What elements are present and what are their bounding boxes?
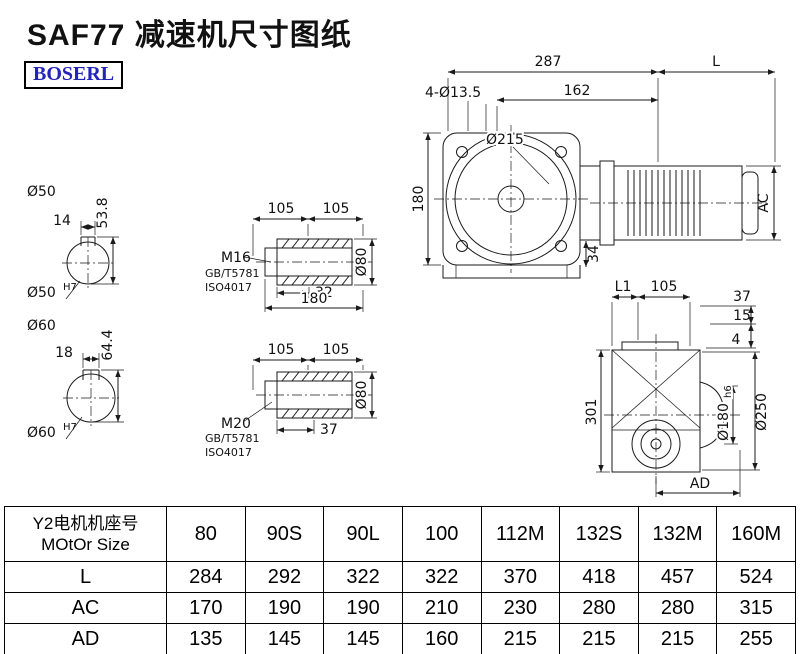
table-cell: 322 [323,561,403,593]
table-cell: 215 [480,623,561,654]
row-label: AD [4,623,167,654]
dim-bolt-holes-label: 4-Ø13.5 [425,85,481,101]
dim-301-label: 301 [584,399,600,426]
size-col-132s: 132S [559,506,639,562]
dim-287-label: 287 [535,54,562,70]
dim-105a-label: 105 [268,342,295,358]
table-cell: 230 [480,592,561,624]
table-cell: 215 [637,623,718,654]
hollow-shaft-bottom: 105 105 M20 GB/T5781 ISO4017 [205,342,377,459]
size-col-90l: 90L [323,506,403,562]
dim-d80-top-label: Ø80 [354,248,370,277]
table-cell: 292 [244,561,325,593]
d60-label: Ø60 [27,318,56,334]
dim-L-label: L [712,54,720,70]
key-width-18-label: 18 [55,345,73,361]
table-cell: 284 [166,561,246,593]
table-cell: 322 [401,561,482,593]
motor-size-header-cn: Y2电机机座号 [32,513,139,533]
table-cell: 280 [637,592,718,624]
dim-162-label: 162 [564,83,591,99]
row-label: AC [4,592,167,624]
table-cell: 524 [716,561,796,593]
dimension-table: Y2电机机座号 MOtOr Size 80 90S 90L 100 112M 1… [4,506,796,654]
table-cell: 145 [323,623,403,654]
size-col-132m: 132M [637,506,718,562]
dim-d80-bottom-label: Ø80 [354,381,370,410]
dim-105-label: 105 [651,279,678,295]
hatching-bottom [281,371,350,419]
dim-15-label: 15 [733,308,751,324]
bore-d60h7-label: Ø60 [27,425,56,441]
table-cell: 190 [244,592,325,624]
table-header-row: Y2电机机座号 MOtOr Size 80 90S 90L 100 112M 1… [4,506,796,562]
motor-size-header-en: MOtOr Size [41,535,130,554]
table-cell: 255 [716,623,796,654]
size-col-160m: 160M [716,506,796,562]
front-view: 287 L 162 4-Ø13.5 Ø215 180 34 [411,54,781,279]
shaft-section-60: Ø60 18 64.4 Ø60 H7 [27,318,124,441]
dim-37-label: 37 [320,422,338,438]
dim-180-length-label: 180 [301,291,328,307]
dim-d180-tolerance: h6 [723,385,734,398]
d50-label: Ø50 [27,184,56,200]
dim-105b-label: 105 [323,342,350,358]
side-view: L1 105 37 15 4 301 [584,279,770,497]
dim-180-label: 180 [411,186,427,213]
motor-size-header: Y2电机机座号 MOtOr Size [4,506,167,562]
size-col-100: 100 [401,506,482,562]
thread-m16-label: M16 [221,250,251,266]
key-height-644-label: 64.4 [100,329,116,360]
table-cell: 160 [401,623,482,654]
page-title: SAF77 减速机尺寸图纸 [27,19,352,52]
std-gb-label: GB/T5781 [205,432,260,445]
table-row-AD: AD 135 145 145 160 215 215 215 255 [4,623,796,654]
thread-m20-label: M20 [221,416,251,432]
bore-d50h7-label: Ø50 [27,285,56,301]
dim-d250-label: Ø250 [754,393,770,431]
table-cell: 315 [716,592,796,624]
dim-37-label: 37 [733,289,751,305]
std-iso-label: ISO4017 [205,281,252,294]
dim-105a-label: 105 [268,201,295,217]
dim-AD-label: AD [690,476,710,492]
dim-d215-label: Ø215 [486,132,524,148]
bore-d50-tolerance: H7 [63,282,77,293]
table-cell: 170 [166,592,246,624]
key-height-538-label: 53.8 [95,197,111,228]
std-gb-label: GB/T5781 [205,267,260,280]
table-cell: 280 [559,592,639,624]
table-row-AC: AC 170 190 190 210 230 280 280 315 [4,592,796,624]
table-cell: 457 [637,561,718,593]
dim-32-label: 32 [315,285,333,301]
shaft-section-50: Ø50 14 53.8 Ø50 H7 [27,184,119,301]
bore-d60-tolerance: H7 [63,422,77,433]
dim-AC-label: AC [756,193,772,212]
table-cell: 210 [401,592,482,624]
dim-34-label: 34 [586,245,602,263]
hollow-shaft-top: 105 105 M16 GB/T5781 ISO4017 [205,201,377,312]
size-col-112m: 112M [480,506,561,562]
dim-4-label: 4 [732,332,741,348]
table-row-L: L 284 292 322 322 370 418 457 524 [4,561,796,593]
table-cell: 215 [559,623,639,654]
table-cell: 135 [166,623,246,654]
key-width-14-label: 14 [53,213,71,229]
table-cell: 418 [559,561,639,593]
technical-drawing: 287 L 162 4-Ø13.5 Ø215 180 34 [27,54,781,497]
size-col-90s: 90S [244,506,325,562]
side-flange-bump [699,381,725,449]
dim-d180-label: Ø180 [716,403,732,441]
dim-105b-label: 105 [323,201,350,217]
std-iso-label: ISO4017 [205,446,252,459]
hatching-top [281,238,350,286]
dim-L1-label: L1 [615,279,632,295]
row-label: L [4,561,167,593]
table-cell: 370 [480,561,561,593]
brand-logo: BOSERL [24,61,124,89]
table-cell: 190 [323,592,403,624]
table-cell: 145 [244,623,325,654]
size-col-80: 80 [166,506,246,562]
